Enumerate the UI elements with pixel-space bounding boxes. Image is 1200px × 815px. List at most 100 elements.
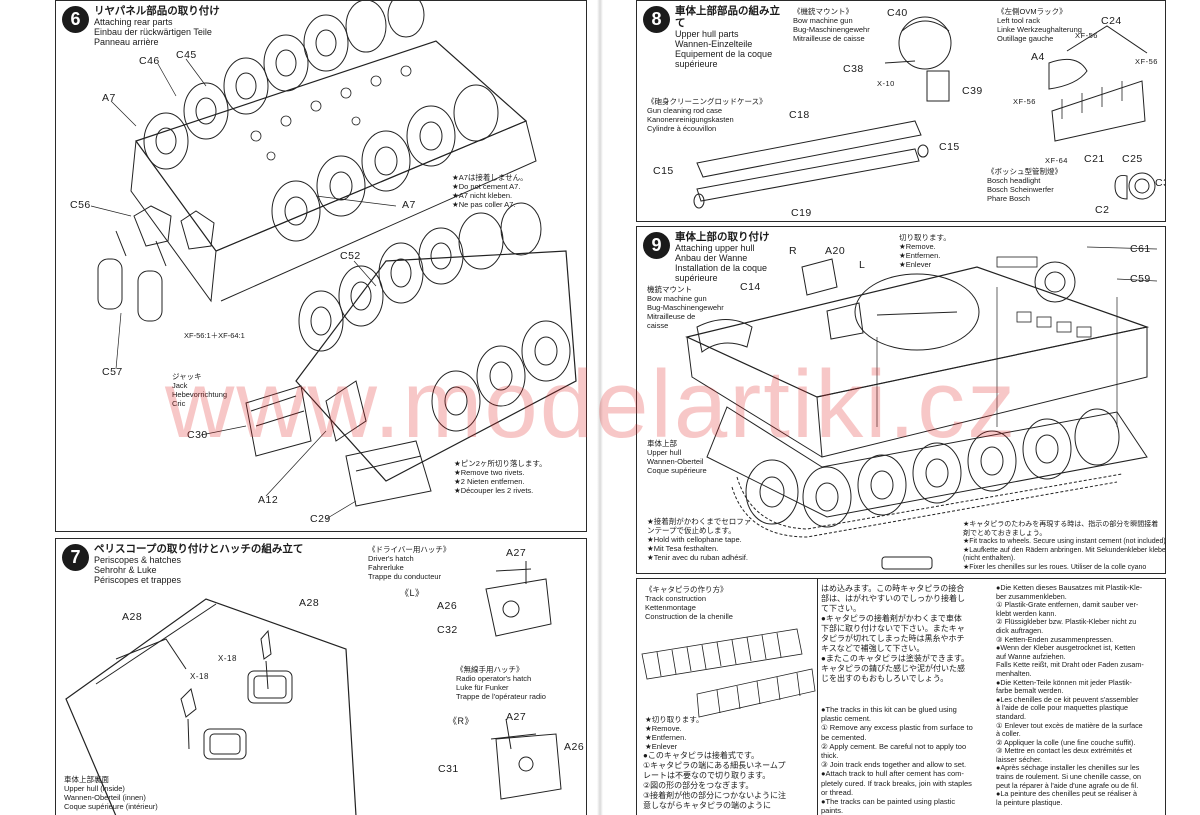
track-drawing bbox=[641, 628, 816, 718]
step-6-title-jp: リヤパネル部品の取り付け bbox=[94, 5, 220, 17]
step-7-title-fr: Périscopes et trappes bbox=[94, 575, 182, 585]
track-jp-col2: はめ込みます。この時キャタピラの接合 部は、はがれやすいのでしっかり接着し て下… bbox=[821, 584, 970, 683]
label-side-r: 《R》 bbox=[448, 716, 474, 726]
step-9-drawing bbox=[685, 246, 1158, 570]
page-fold bbox=[597, 0, 603, 815]
left-page: 6 リヤパネル部品の取り付け Attaching rear parts Einb… bbox=[55, 0, 587, 815]
label-a26-top: A26 bbox=[437, 600, 458, 612]
radio-hatch-title: 《無線手用ハッチ》 Radio operator's hatch Luke fü… bbox=[456, 665, 546, 701]
label-c61: C61 bbox=[1130, 243, 1151, 255]
step-8-title-en: Upper hull parts bbox=[675, 29, 739, 39]
step-7-drawing bbox=[65, 561, 562, 815]
track-jp-col: ●このキャタピラは接着式です。 ①キャタピラの端にある細長いネームプ レートは不… bbox=[643, 751, 787, 810]
mg-mount-title: 《機銃マウント》 Bow machine gun Bug-Maschinenge… bbox=[793, 7, 870, 43]
label-a28-right: A28 bbox=[299, 597, 320, 609]
label-c56: C56 bbox=[70, 199, 91, 211]
track-remove-note: ★切り取ります。 ★Remove. ★Entfernen. ★Enlever bbox=[645, 715, 704, 751]
right-page: 8 車体上部部品の組み立て Upper hull parts Wannen-Ei… bbox=[600, 0, 1200, 815]
label-c15-right: C15 bbox=[939, 141, 960, 153]
label-c24: C24 bbox=[1101, 15, 1122, 27]
note-bow-mg: 機銃マウント Bow machine gun Bug-Maschinengewe… bbox=[647, 285, 724, 330]
label-c59: C59 bbox=[1130, 273, 1151, 285]
label-xf56-top: XF-56 bbox=[1075, 31, 1098, 40]
note-tape: ★接着剤がかわくまでセロファ ンテープで仮止めします。 ★Hold with c… bbox=[647, 517, 752, 562]
track-de-fr-col: ●Die Ketten dieses Bausatzes mit Plastik… bbox=[996, 583, 1144, 807]
label-x10: X-10 bbox=[877, 79, 895, 88]
label-c52: C52 bbox=[340, 250, 361, 262]
step-7-number: 7 bbox=[62, 544, 89, 571]
label-a27-top: A27 bbox=[506, 547, 527, 559]
step-8-titles: 車体上部部品の組み立て Upper hull parts Wannen-Einz… bbox=[675, 5, 785, 69]
label-xf64: XF-64 bbox=[1045, 156, 1068, 165]
step-6-titles: リヤパネル部品の取り付け Attaching rear parts Einbau… bbox=[94, 5, 220, 47]
label-c19: C19 bbox=[791, 207, 812, 219]
step-8-drawing bbox=[693, 16, 1156, 209]
label-c21: C21 bbox=[1084, 153, 1105, 165]
step-6-title-fr: Panneau arrière bbox=[94, 37, 159, 47]
step-9-title-jp: 車体上部の取り付け bbox=[675, 231, 770, 243]
label-c38: C38 bbox=[843, 63, 864, 75]
label-a7-right: A7 bbox=[402, 199, 416, 211]
label-a20: A20 bbox=[825, 245, 846, 257]
label-c30: C30 bbox=[187, 429, 208, 441]
step-6-panel: 6 リヤパネル部品の取り付け Attaching rear parts Einb… bbox=[55, 0, 587, 532]
step-9-number: 9 bbox=[643, 232, 670, 259]
step-8-title-fr: Equipement de la coque supérieure bbox=[675, 49, 773, 69]
step-7-title-en: Periscopes & hatches bbox=[94, 555, 182, 565]
label-xf56-left: XF-56 bbox=[1013, 97, 1036, 106]
note-jack: ジャッキ Jack Hebevorrichtung Cric bbox=[172, 372, 228, 408]
bosch-light-title: 《ボッシュ型管制燈》 Bosch headlight Bosch Scheinw… bbox=[987, 167, 1062, 203]
rod-case-title: 《砲身クリーニングロッドケース》 Gun cleaning rod case K… bbox=[647, 97, 767, 133]
label-c57: C57 bbox=[102, 366, 123, 378]
label-c15-left: C15 bbox=[653, 165, 674, 177]
step-8-panel: 8 車体上部部品の組み立て Upper hull parts Wannen-Ei… bbox=[636, 0, 1166, 222]
label-r: R bbox=[789, 245, 798, 257]
step-7-title-de: Sehrohr & Luke bbox=[94, 565, 157, 575]
label-c3: C3 bbox=[1155, 177, 1165, 189]
label-c45: C45 bbox=[176, 49, 197, 61]
label-a7-left: A7 bbox=[102, 92, 116, 104]
ovm-rack-title: 《左側OVMラック》 Left tool rack Linke Werkzeug… bbox=[997, 7, 1082, 43]
note-a7: ★A7は接着しません。 ★Do not cement A7. ★A7 nicht… bbox=[452, 173, 528, 209]
note-rivets: ★ピン2ヶ所切り落します。 ★Remove two rivets. ★2 Nie… bbox=[454, 459, 547, 495]
label-a4: A4 bbox=[1031, 51, 1045, 63]
track-construction-title: 《キャタピラの作り方》 Track construction Kettenmon… bbox=[645, 585, 733, 621]
paint-mix-note: XF-56:1＋XF-64:1 bbox=[184, 331, 245, 340]
step-8-number: 8 bbox=[643, 6, 670, 33]
label-a26-bottom: A26 bbox=[564, 741, 585, 753]
label-c46: C46 bbox=[139, 55, 160, 67]
label-c2: C2 bbox=[1095, 204, 1110, 216]
label-a12: A12 bbox=[258, 494, 279, 506]
label-c14: C14 bbox=[740, 281, 761, 293]
step-9-panel: 9 車体上部の取り付け Attaching upper hull Anbau d… bbox=[636, 226, 1166, 574]
step-9-title-de: Anbau der Wanne bbox=[675, 253, 748, 263]
label-xf56-right: XF-56 bbox=[1135, 57, 1158, 66]
step-8-title-jp: 車体上部部品の組み立て bbox=[675, 5, 780, 29]
label-a27-bottom: A27 bbox=[506, 711, 527, 723]
driver-hatch-title: 《ドライバー用ハッチ》 Driver's hatch Fahrerluke Tr… bbox=[368, 545, 451, 581]
note-fit-tracks: ★キャタピラのたわみを再現する時は、指示の部分を瞬間接着 剤でとめておきましょう… bbox=[963, 521, 1166, 571]
step-6-drawing bbox=[90, 1, 577, 520]
step-6-title-de: Einbau der rückwärtigen Teile bbox=[94, 27, 212, 37]
step-9-title-en: Attaching upper hull bbox=[675, 243, 755, 253]
step-8-title-de: Wannen-Einzelteile bbox=[675, 39, 753, 49]
label-c39: C39 bbox=[962, 85, 983, 97]
track-en-col: ●The tracks in this kit can be glued usi… bbox=[821, 705, 973, 815]
step-6-title-en: Attaching rear parts bbox=[94, 17, 173, 27]
track-construction-panel: 《キャタピラの作り方》 Track construction Kettenmon… bbox=[636, 578, 818, 815]
step-7-title-jp: ペリスコープの取り付けとハッチの組み立て bbox=[94, 543, 304, 555]
label-c29: C29 bbox=[310, 513, 331, 525]
note-remove: 切り取ります。 ★Remove. ★Entfernen. ★Enlever bbox=[899, 233, 951, 269]
label-c40: C40 bbox=[887, 7, 908, 19]
note-upper-hull: 車体上部 Upper hull Wannen-Oberteil Coque su… bbox=[647, 439, 707, 475]
label-x18-bottom: X-18 bbox=[190, 672, 209, 681]
label-c32: C32 bbox=[437, 624, 458, 636]
track-text-panel: はめ込みます。この時キャタピラの接合 部は、はがれやすいのでしっかり接着し て下… bbox=[818, 578, 1166, 815]
step-9-title-fr: Installation de la coque supérieure bbox=[675, 263, 768, 283]
label-c25: C25 bbox=[1122, 153, 1143, 165]
step-6-number: 6 bbox=[62, 6, 89, 33]
label-c18: C18 bbox=[789, 109, 810, 121]
label-a28-left: A28 bbox=[122, 611, 143, 623]
label-c31: C31 bbox=[438, 763, 459, 775]
step-7-titles: ペリスコープの取り付けとハッチの組み立て Periscopes & hatche… bbox=[94, 543, 303, 585]
